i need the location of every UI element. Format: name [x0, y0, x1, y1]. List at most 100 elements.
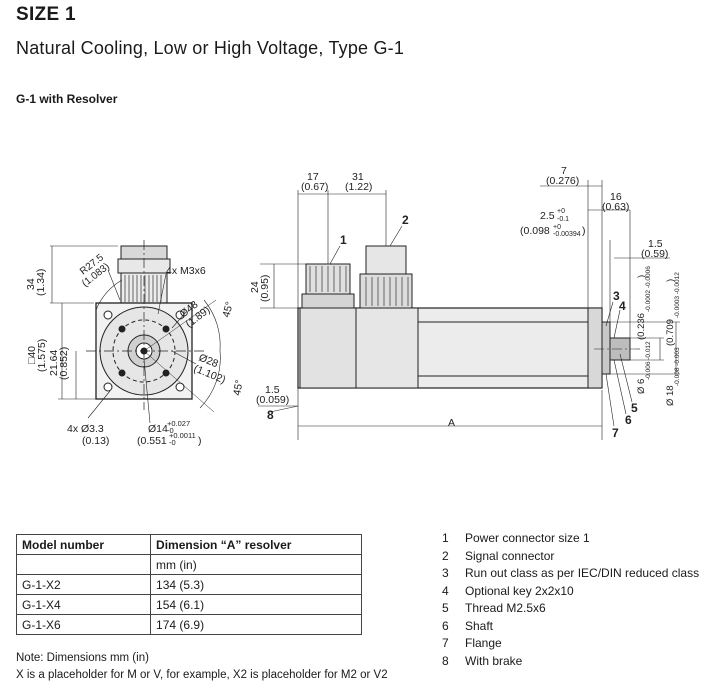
table-unit: mm (in): [150, 554, 362, 575]
callout-5: 5: [631, 401, 638, 415]
dim-25-lo: -0.1: [557, 216, 569, 223]
callout-4: 4: [619, 299, 626, 313]
legend-item: 6 Shaft: [442, 619, 699, 637]
legend-item: 3 Run out class as per IEC/DIN reduced cl…: [442, 566, 699, 584]
table-cell: G-1-X4: [15, 594, 152, 615]
dim-d18: Ø 18: [665, 385, 676, 406]
callout-1: 1: [340, 233, 347, 247]
legend-text: With brake: [465, 653, 523, 668]
dim-d6: Ø 6: [636, 379, 647, 394]
dim-d14-tol-up: +0.027: [167, 419, 190, 428]
callout-3: 3: [613, 289, 620, 303]
callout-7: 7: [612, 426, 619, 440]
legend-item: 4 Optional key 2x2x10: [442, 584, 699, 602]
legend-text: Power connector size 1: [465, 531, 590, 545]
dim-d6-in: (0.236: [636, 313, 647, 340]
legend-text: Optional key 2x2x10: [465, 583, 574, 598]
table-row: G-1-X2 134 (5.3): [15, 574, 362, 595]
dim-25-in: (0.098: [520, 225, 550, 237]
technical-drawing: 34 (1.34) R27.5 (1.083) 4x M3x6 Ø48 (1.8…: [25, 165, 681, 447]
dim-24-in: (0.95): [259, 275, 271, 302]
dim-2164: 21.64: [48, 350, 60, 376]
dim-d18-in: (0.709: [665, 319, 676, 346]
legend-item: 7 Flange: [442, 636, 699, 654]
legend-item: 8 With brake: [442, 654, 699, 672]
dim-d14-tol-lo: -0: [167, 426, 174, 435]
dim-d14-in-tol-up: +0.0011: [169, 431, 196, 440]
dim-25-in-lo: -0.00394: [553, 231, 581, 238]
legend-num: 1: [442, 531, 449, 545]
dim-a: A: [448, 417, 455, 429]
dim-d6-in-tol: -0.0002 -0.0006: [645, 266, 652, 312]
legend-num: 5: [442, 601, 449, 615]
dim-d18-in-tol: -0.0003 -0.0012: [674, 272, 681, 318]
front-view: [50, 240, 221, 424]
legend-text: Flange: [465, 636, 502, 650]
table-cell: G-1-X2: [15, 574, 152, 595]
callout-8: 8: [267, 408, 274, 422]
legend-num: 4: [442, 583, 449, 598]
legend-num: 8: [442, 653, 449, 668]
legend-text: Run out class as per IEC/DIN reduced cla…: [465, 566, 700, 580]
dim-15b: 1.5: [648, 238, 663, 250]
dim-16-in: (0.63): [602, 201, 629, 213]
dim-d14: Ø14: [148, 423, 168, 435]
legend-text: Signal connector: [465, 548, 555, 563]
dim-7-in: (0.276): [546, 175, 579, 187]
dim-24: 24: [249, 281, 261, 293]
dim-25-in-up: +0: [553, 224, 561, 231]
dim-34: 34: [25, 278, 37, 290]
table-header: Model number: [15, 534, 152, 555]
table-cell: [15, 554, 152, 575]
side-view: [258, 180, 680, 440]
dim-34-in: (1.34): [35, 269, 47, 296]
dim-45-b: 45°: [231, 379, 246, 397]
dim-15-in: (0.059): [256, 394, 289, 406]
dim-d33: 4x Ø3.3: [67, 423, 104, 435]
dim-d6-tol: -0.006 -0.012: [645, 341, 652, 380]
dim-16: 16: [610, 191, 622, 203]
legend-list: 1 Power connector size 1 2 Signal connecto…: [442, 531, 699, 671]
table-cell: 154 (6.1): [150, 594, 362, 615]
legend-item: 5 Thread M2.5x6: [442, 601, 699, 619]
dim-17-in: (0.67): [301, 181, 328, 193]
dim-d14-in-tol-lo: -0: [169, 438, 176, 447]
table-header: Dimension “A” resolver: [150, 534, 362, 555]
dim-d40: □40: [26, 346, 38, 364]
table-unit-row: mm (in): [15, 554, 362, 575]
dim-d14-in-close: ): [198, 435, 202, 447]
dim-25-in-close: ): [582, 225, 586, 237]
dim-45-a: 45°: [220, 300, 236, 318]
callout-2: 2: [402, 213, 409, 227]
dim-31-in: (1.22): [345, 181, 372, 193]
dimension-table: Model number Dimension “A” resolver mm (…: [15, 534, 362, 635]
dim-m3: 4x M3x6: [166, 265, 206, 277]
dim-15b-in: (0.59): [641, 248, 668, 260]
note-units: Note: Dimensions mm (in): [16, 652, 149, 664]
page-title: SIZE 1: [16, 4, 76, 25]
dim-d33-in: (0.13): [82, 435, 109, 447]
dim-d14-in: (0.551: [137, 435, 167, 447]
dim-d18-tol: -0.008 -0.003: [674, 347, 681, 386]
dim-2164-in: (0.852): [58, 347, 70, 380]
legend-num: 6: [442, 618, 449, 633]
legend-num: 2: [442, 548, 449, 563]
dim-d6-close: ): [636, 275, 647, 278]
table-cell: G-1-X6: [15, 614, 152, 635]
front-view-labels: 34 (1.34) R27.5 (1.083) 4x M3x6 Ø48 (1.8…: [25, 252, 246, 447]
dim-25: 2.5: [540, 210, 555, 222]
dim-17: 17: [307, 171, 319, 183]
callout-6: 6: [625, 413, 632, 427]
table-row: G-1-X4 154 (6.1): [15, 594, 362, 615]
page-subtitle: Natural Cooling, Low or High Voltage, Ty…: [16, 38, 405, 58]
table-cell: 134 (5.3): [150, 574, 362, 595]
dim-d40-in: (1.575): [36, 339, 48, 372]
dim-d18-close: ): [665, 279, 676, 282]
legend-num: 3: [442, 566, 449, 580]
legend-text: Shaft: [465, 618, 494, 633]
legend-num: 7: [442, 636, 449, 650]
side-view-labels: 17 (0.67) 31 (1.22) 24 (0.95) 1.5 (0.059…: [249, 165, 681, 440]
dim-25-up: +0: [557, 208, 565, 215]
dim-7: 7: [561, 165, 567, 177]
legend-text: Thread M2.5x6: [465, 601, 546, 615]
